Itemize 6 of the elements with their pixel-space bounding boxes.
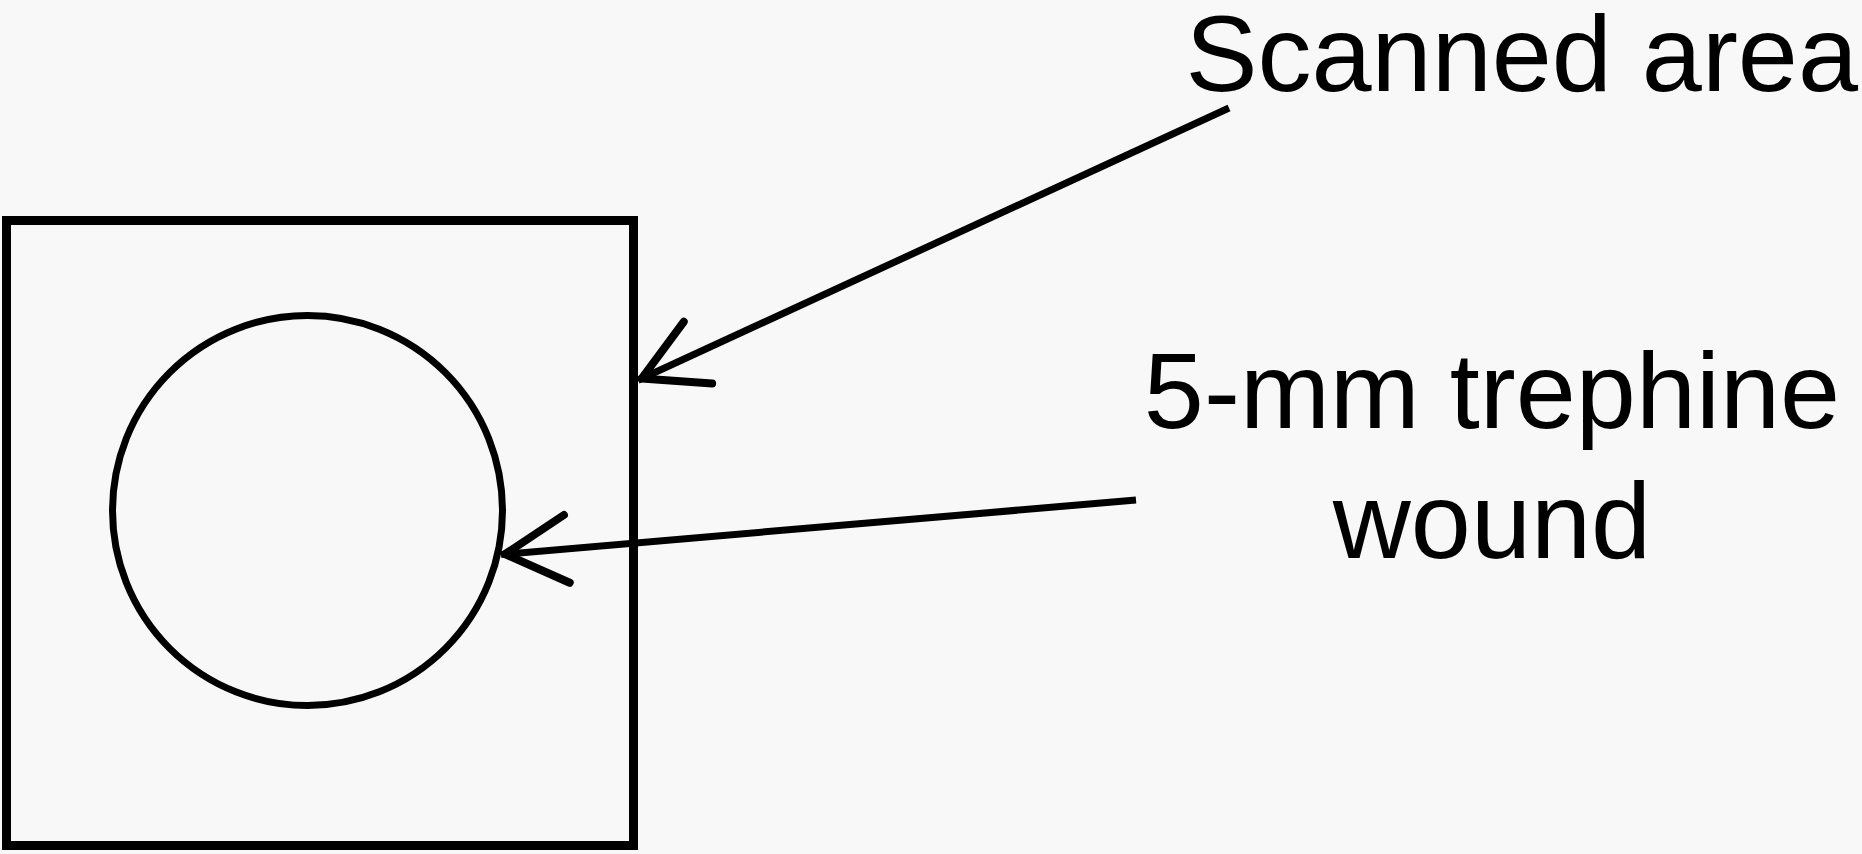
leader-arrow bbox=[500, 496, 1137, 587]
leader-arrow bbox=[636, 104, 1231, 388]
square-outline bbox=[2, 216, 638, 850]
circle-outline bbox=[109, 312, 506, 709]
callout-label: 5-mm trephine wound bbox=[1136, 326, 1848, 586]
callout-label: Scanned area bbox=[1160, 0, 1858, 108]
